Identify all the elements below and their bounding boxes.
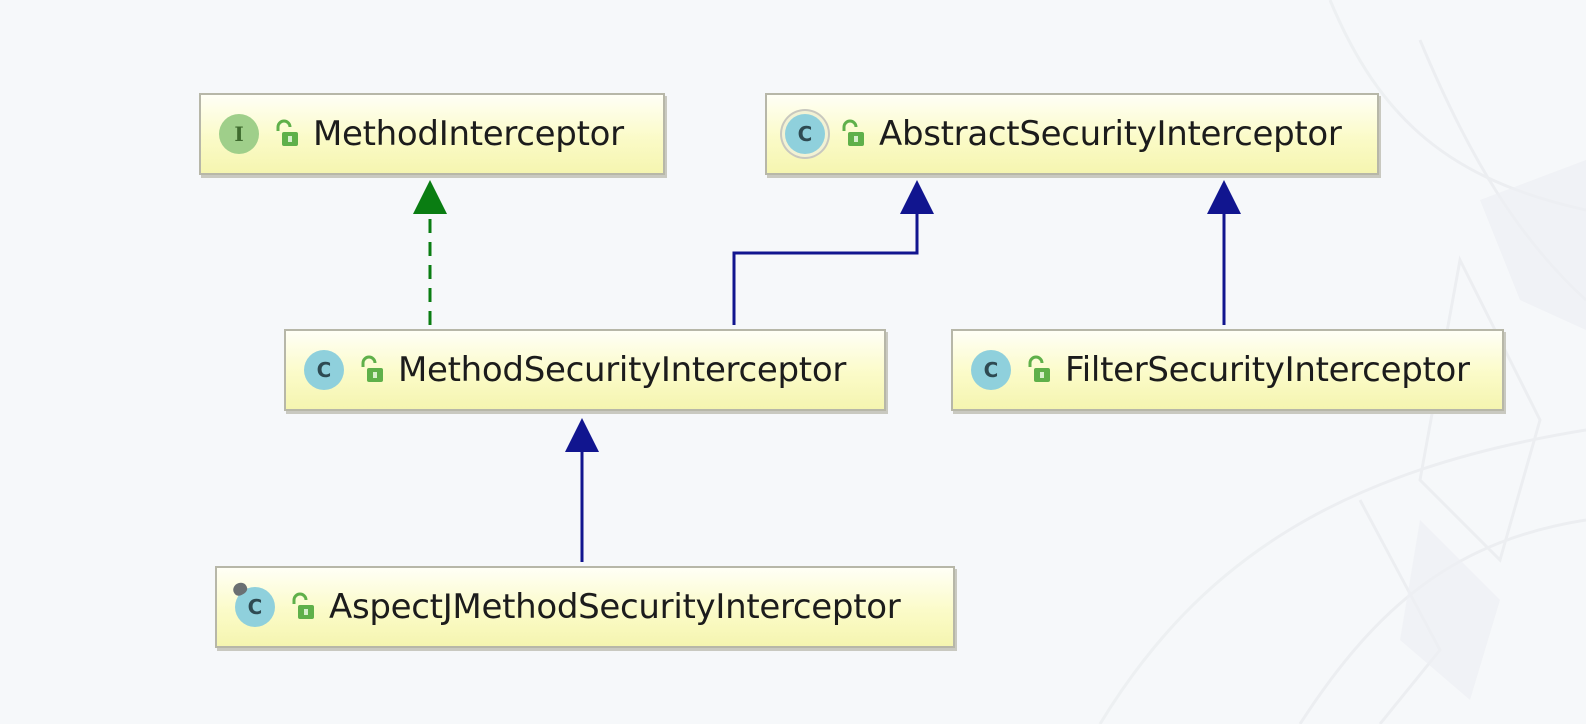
node-filter-security-interceptor[interactable]: C FilterSecurityInterceptor [951,329,1504,411]
aspect-class-icon: C [235,587,275,627]
node-label: AbstractSecurityInterceptor [879,114,1342,154]
implements-edge [413,180,447,325]
node-label: AspectJMethodSecurityInterceptor [329,587,901,627]
node-method-interceptor[interactable]: I MethodInterceptor [199,93,665,175]
open-lock-icon [276,119,298,146]
open-lock-icon [292,592,314,619]
open-lock-icon [842,119,864,146]
open-lock-icon [361,355,383,382]
extends-edge-method-to-abstract [732,180,934,325]
node-aspectj-method-security-interceptor[interactable]: C AspectJMethodSecurityInterceptor [215,566,955,648]
extends-arrowhead [565,418,599,452]
node-label: MethodSecurityInterceptor [398,350,846,390]
node-label: FilterSecurityInterceptor [1065,350,1470,390]
abstract-class-icon: C [785,114,825,154]
extends-edge-filter-to-abstract [1207,180,1241,325]
extends-edge-aspectj-to-method [565,418,599,562]
extends-arrowhead [1207,180,1241,214]
open-lock-icon [1028,355,1050,382]
interface-icon: I [219,114,259,154]
node-abstract-security-interceptor[interactable]: C AbstractSecurityInterceptor [765,93,1379,175]
extends-arrowhead [900,180,934,214]
class-icon: C [304,350,344,390]
node-method-security-interceptor[interactable]: C MethodSecurityInterceptor [284,329,886,411]
node-label: MethodInterceptor [313,114,624,154]
implements-arrowhead [413,180,447,214]
class-icon: C [971,350,1011,390]
